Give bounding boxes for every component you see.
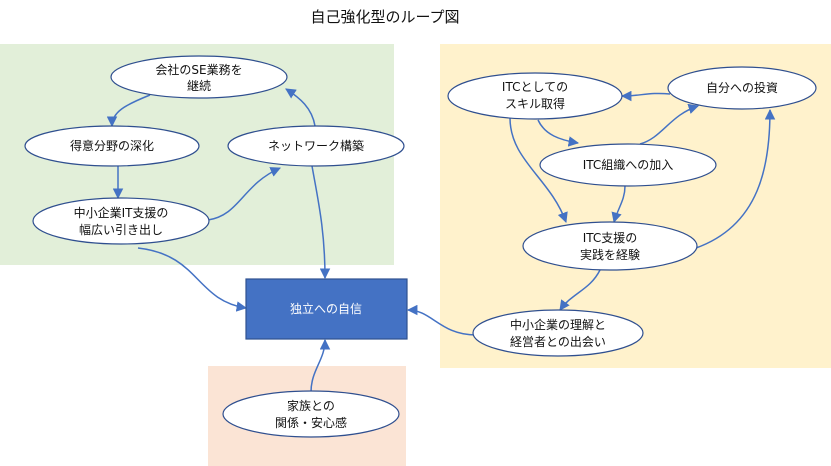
node-deepen-line1: 得意分野の深化 [70, 138, 154, 153]
node-family-line1: 家族との [287, 398, 335, 413]
node-center: 独立への自信 [245, 278, 408, 340]
node-center-line1: 独立への自信 [290, 301, 362, 316]
node-se-work-line1: 会社のSE業務を [155, 62, 242, 77]
node-itc-practice-line1: ITC支援の [583, 231, 638, 245]
node-network-line1: ネットワーク構築 [268, 138, 364, 153]
edge-skill-to-org [537, 119, 580, 147]
edge-family-to-center [310, 338, 331, 393]
edge-practice-to-invest [695, 108, 776, 249]
edge-org-to-practice [611, 185, 626, 224]
edge-network-to-se [285, 88, 316, 127]
node-sme-understand-line1: 中小企業の理解と [510, 317, 606, 332]
node-invest: 自分への投資 [667, 66, 817, 110]
node-invest-line1: 自分への投資 [706, 80, 778, 95]
node-itc-skill-line2: スキル取得 [505, 96, 565, 111]
node-itc-skill-line1: ITCとしての [502, 80, 568, 94]
node-family: 家族との 関係・安心感 [222, 390, 400, 438]
diagram-title: 自己強化型のループ図 [310, 8, 459, 26]
node-sme-understand-line2: 経営者との出会い [510, 335, 606, 349]
node-itc-org: ITC組織への加入 [539, 143, 717, 187]
edge-sme-understand-to-center [406, 304, 477, 336]
node-sme-support-line2: 幅広い引き出し [79, 222, 163, 237]
node-family-line2: 関係・安心感 [275, 415, 347, 430]
node-sme-support: 中小企業IT支援の 幅広い引き出し [32, 197, 210, 245]
node-itc-practice-line2: 実践を経験 [580, 247, 640, 262]
edges [106, 88, 776, 393]
node-network: ネットワーク構築 [227, 125, 405, 167]
node-deepen: 得意分野の深化 [24, 125, 200, 167]
node-se-work-line2: 継続 [187, 78, 211, 93]
edge-sme-support-to-network [207, 167, 281, 221]
node-itc-skill: ITCとしての スキル取得 [447, 72, 623, 120]
edge-practice-to-sme-understand [559, 269, 601, 311]
edge-skill-to-practice [509, 117, 568, 223]
node-itc-practice: ITC支援の 実践を経験 [522, 221, 698, 271]
node-sme-support-line1: 中小企業IT支援の [74, 205, 169, 220]
node-sme-understand: 中小企業の理解と 経営者との出会い [472, 309, 644, 357]
edge-network-to-center [311, 165, 331, 280]
edge-se-to-deepen [106, 94, 151, 128]
edge-sme-support-to-center [137, 247, 248, 312]
edge-invest-to-skill [620, 90, 671, 102]
node-se-work: 会社のSE業務を 継続 [110, 55, 288, 99]
node-itc-org-line1: ITC組織への加入 [583, 158, 674, 172]
edge-org-to-invest [639, 103, 699, 145]
